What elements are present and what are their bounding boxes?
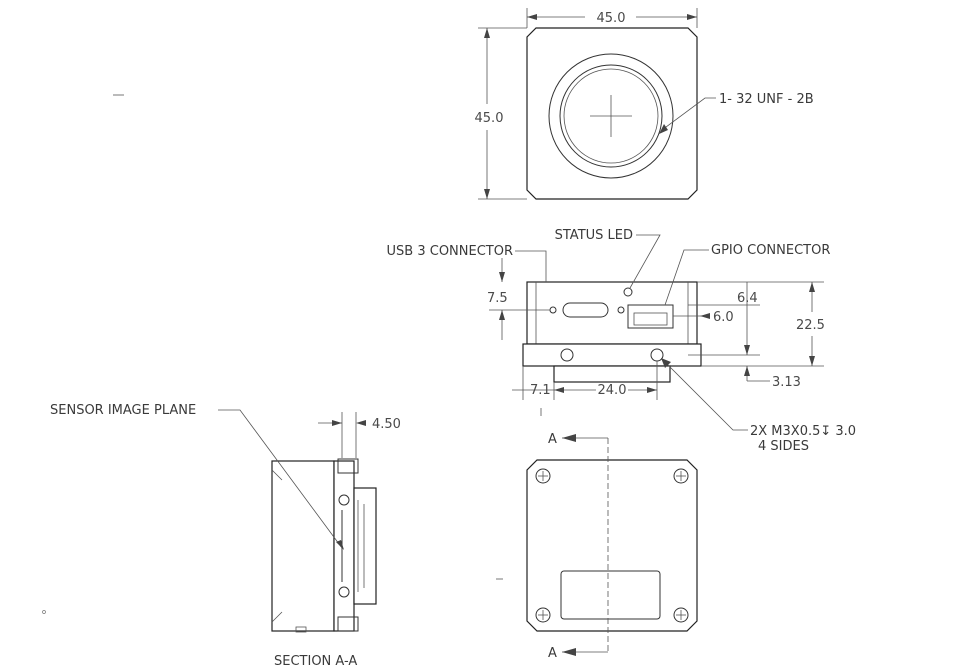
usb-connector-label: USB 3 CONNECTOR xyxy=(387,244,513,259)
section-body-rear xyxy=(271,460,335,632)
section-base-mark xyxy=(295,626,307,633)
mount-hole-left xyxy=(560,348,574,362)
width-arrow-right xyxy=(687,14,697,20)
lens-mount-bore xyxy=(563,68,659,164)
dim-24-label: 24.0 xyxy=(598,383,627,398)
dim-24-arrow-right xyxy=(647,387,657,393)
height-arrow-bottom xyxy=(484,189,490,199)
screw-icon xyxy=(673,607,689,623)
screw-leader xyxy=(662,359,748,431)
thread-callout-label: 1- 32 UNF - 2B xyxy=(719,92,814,107)
dim-7-1-label: 7.1 xyxy=(530,383,551,398)
section-marker-bottom-arrow xyxy=(562,648,576,656)
rear-view-body xyxy=(526,281,698,345)
dim-7-5-arrow-bottom xyxy=(499,310,505,320)
front-view: 45.0 45.0 1- 32 UNF - 2B xyxy=(475,8,814,200)
bottom-view-body xyxy=(526,459,698,632)
dim-22-5-arrow-top xyxy=(809,282,815,292)
section-tab-bottom xyxy=(337,616,359,632)
corner-screws xyxy=(535,468,689,623)
dim-6-0-arrow xyxy=(700,313,710,319)
section-body-front xyxy=(333,460,355,632)
rear-view-lens-ring xyxy=(553,365,671,383)
section-title: SECTION A-A xyxy=(274,654,357,669)
sensor-plane-label: SENSOR IMAGE PLANE xyxy=(50,403,196,418)
section-marker-bottom-label: A xyxy=(548,646,557,661)
section-view: SENSOR IMAGE PLANE 4.50 SECTION A-A xyxy=(50,403,401,669)
section-lens-ring xyxy=(353,487,377,605)
screw-icon xyxy=(673,468,689,484)
lens-mount-inner xyxy=(559,64,663,168)
screw-callout-line1: 2X M3X0.5↧ 3.0 xyxy=(750,424,856,439)
dim-22-5-arrow-bottom xyxy=(809,356,815,366)
gpio-connector-label: GPIO CONNECTOR xyxy=(711,243,830,258)
screw-callout-line2: 4 SIDES xyxy=(758,439,809,454)
usb-screw-right xyxy=(617,306,625,314)
width-dim-label: 45.0 xyxy=(597,11,626,26)
sensor-plane-leader xyxy=(218,409,343,549)
dim-4-50-label: 4.50 xyxy=(372,417,401,432)
dim-24-arrow-left xyxy=(554,387,564,393)
rear-view: USB 3 CONNECTOR STATUS LED GPIO CONNECTO… xyxy=(387,228,857,454)
section-marker-top-label: A xyxy=(548,432,557,447)
dim-3-13-arrow xyxy=(744,366,750,376)
usb-leader xyxy=(515,250,547,282)
dim-4-50-arrow-left xyxy=(332,420,342,426)
dim-4-50-arrow-right xyxy=(356,420,366,426)
gpio-leader xyxy=(664,249,709,306)
usb-connector xyxy=(562,302,609,318)
section-rear-detail-bottom xyxy=(271,611,283,623)
width-arrow-left xyxy=(527,14,537,20)
section-hole-bottom xyxy=(338,586,350,598)
dim-22-5-label: 22.5 xyxy=(796,318,825,333)
thread-leader xyxy=(661,97,716,131)
screw-icon xyxy=(535,468,551,484)
height-dim-label: 45.0 xyxy=(475,111,504,126)
dim-7-5-label: 7.5 xyxy=(487,291,508,306)
bottom-view: A A xyxy=(526,432,698,661)
front-view-body xyxy=(526,27,698,200)
screw-arrow xyxy=(661,358,671,368)
section-rear-detail-top xyxy=(271,469,283,481)
status-led-leader xyxy=(629,234,661,289)
section-tab-top xyxy=(337,458,359,474)
thread-arrow xyxy=(659,124,668,134)
rear-view-flange xyxy=(522,343,702,367)
gpio-connector-inner xyxy=(633,312,668,326)
screw-icon xyxy=(535,607,551,623)
dim-6-0-label: 6.0 xyxy=(713,310,734,325)
inner-height-arrow xyxy=(744,345,750,355)
lens-mount-outer xyxy=(548,53,674,179)
section-marker-top-arrow xyxy=(562,434,576,442)
dim-3-13-label: 3.13 xyxy=(772,375,801,390)
height-arrow-top xyxy=(484,28,490,38)
bottom-view-label-area xyxy=(560,570,661,620)
speck xyxy=(42,610,46,614)
status-led-label: STATUS LED xyxy=(555,228,633,243)
section-hole-top xyxy=(338,494,350,506)
status-led xyxy=(623,287,633,297)
gpio-connector xyxy=(627,304,674,329)
dim-7-5-arrow-top xyxy=(499,272,505,282)
sensor-plane-arrow xyxy=(336,540,344,550)
